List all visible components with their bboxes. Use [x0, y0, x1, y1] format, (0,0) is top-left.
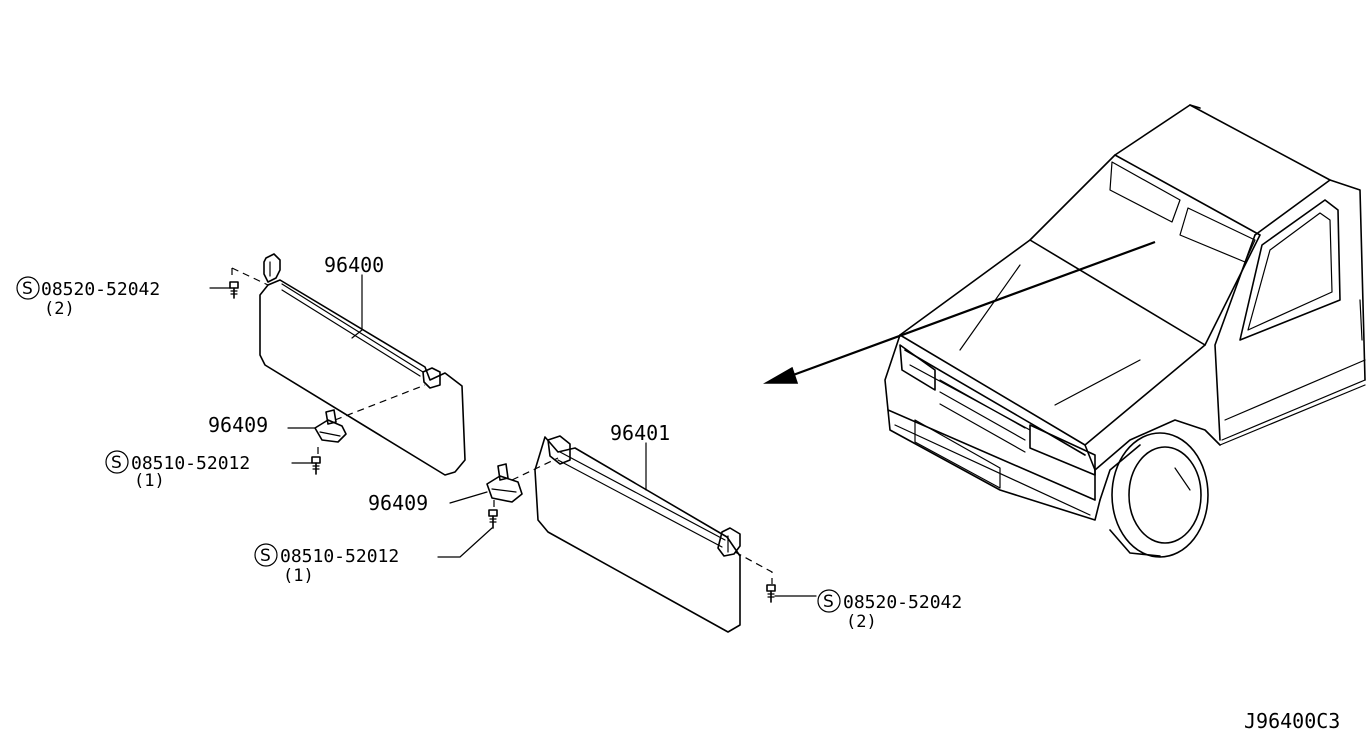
fastener-qty: (2) [44, 299, 75, 319]
fastener-code: 08520-52042 [41, 279, 160, 300]
fastener-code: 08520-52042 [843, 592, 962, 613]
fastener-qty: (1) [283, 566, 314, 586]
part-number-96400: 96400 [324, 253, 384, 277]
part-number-96401: 96401 [610, 421, 670, 445]
diagram-code: J96400C3 [1244, 709, 1340, 733]
sun-visor-left [259, 253, 466, 476]
s-symbol: S [111, 453, 122, 473]
assembly-lines [231, 267, 773, 584]
holder-upper [314, 409, 347, 443]
fastener-qty: (2) [846, 612, 877, 632]
vehicle-illustration [884, 104, 1366, 558]
holder-lower [486, 463, 523, 503]
sun-visor-right [534, 435, 741, 633]
part-number-96409-lower: 96409 [368, 491, 428, 515]
screw-lower-center [488, 509, 498, 529]
fastener-label-top-left: S 08520-52042 (2) [16, 276, 160, 319]
fastener-code: 08510-52012 [280, 546, 399, 567]
fastener-label-lower-center: S 08510-52012 (1) [254, 543, 399, 586]
s-symbol: S [260, 546, 271, 566]
leader-lines [209, 274, 817, 597]
screw-mid-left [311, 456, 321, 475]
s-symbol: S [22, 279, 33, 299]
fastener-qty: (1) [134, 471, 165, 491]
fastener-label-right: S 08520-52042 (2) [817, 589, 962, 632]
screw-top-left [229, 281, 239, 299]
location-arrow [763, 240, 1156, 384]
screw-right [766, 584, 776, 603]
part-number-96409-upper: 96409 [208, 413, 268, 437]
s-symbol: S [823, 592, 834, 612]
fastener-code: 08510-52012 [131, 453, 250, 474]
fastener-label-mid-left: S 08510-52012 (1) [105, 450, 250, 491]
